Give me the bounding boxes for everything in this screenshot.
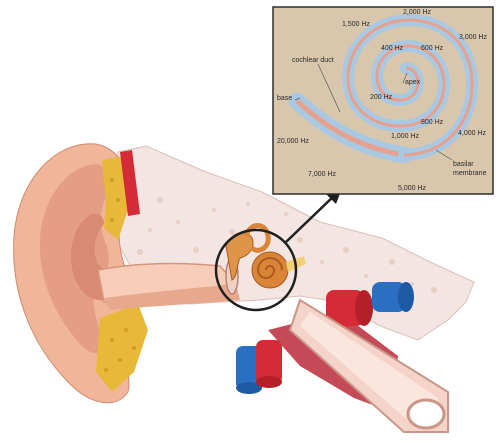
cochlea-coil [256,257,283,279]
eustachian-tube-inner [300,312,438,424]
fat-tissue-lower [96,304,148,392]
semicircular-canals [243,223,271,253]
freq-label-5000: 5,000 Hz [398,185,427,192]
freq-label-7000: 7,000 Hz [308,171,337,178]
cochlea-region [225,223,306,289]
eustachian-tube-opening [406,398,446,430]
freq-label-2000: 2,000 Hz [403,9,432,16]
blood-vessels-lower [236,340,282,394]
spiral-duct [346,18,474,157]
freq-label-20000: 20,000 Hz [277,138,309,145]
label-basilar-membrane-1: basilar [453,161,474,168]
magnify-circle [214,228,298,312]
spiral-base-duct [295,99,405,158]
freq-label-1500: 1,500 Hz [342,21,371,28]
frequency-labels: 2,000 Hz 1,500 Hz 3,000 Hz 400 Hz 600 Hz… [277,9,488,192]
label-apex: apex [405,79,421,86]
freq-label-600: 600 Hz [421,45,444,52]
ear-canal-shadow [104,284,240,310]
freq-label-1000: 1,000 Hz [391,133,420,140]
freq-label-800: 800 Hz [421,119,444,126]
fat-tissue-texture [104,178,136,372]
label-basilar-membrane-2: membrane [453,170,487,177]
freq-label-4000: 4,000 Hz [458,130,487,137]
label-cochlear-duct: cochlear duct [292,57,334,64]
vessel-upper-red [120,150,140,216]
leader-lines [294,63,453,161]
freq-label-400: 400 Hz [381,45,404,52]
cochlea-inset: 2,000 Hz 1,500 Hz 3,000 Hz 400 Hz 600 Hz… [272,6,494,195]
freq-label-200: 200 Hz [370,94,393,101]
ear-illustration [13,143,475,433]
structure-labels: cochlear duct apex base basilar membrane [277,57,487,177]
freq-label-3000: 3,000 Hz [459,34,488,41]
label-base: base [277,95,292,102]
blood-vessels-right [326,282,414,326]
